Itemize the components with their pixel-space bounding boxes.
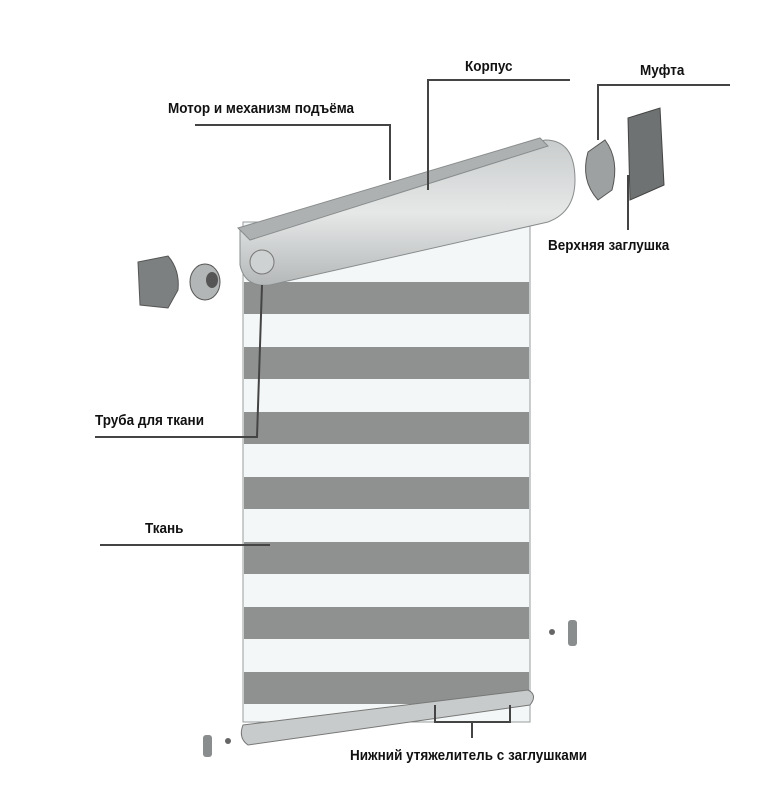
fabric-stripe — [244, 412, 529, 444]
fabric — [242, 221, 531, 723]
fabric-stripe — [244, 607, 529, 639]
label-fabric-tube: Труба для ткани — [95, 412, 205, 429]
label-fabric: Ткань — [145, 520, 184, 537]
fabric-stripe — [244, 282, 529, 314]
label-top-cap: Верхняя заглушка — [548, 237, 670, 254]
fabric-stripe — [244, 477, 529, 509]
label-coupling: Муфта — [640, 62, 685, 79]
label-housing: Корпус — [465, 58, 513, 75]
bottom-weight — [203, 620, 577, 757]
label-bottom-weight: Нижний утяжелитель с заглушками — [350, 747, 588, 764]
leader-lines — [95, 79, 730, 738]
fabric-stripe — [244, 347, 529, 379]
coupling — [585, 139, 616, 201]
housing — [237, 137, 576, 286]
left-coupling — [189, 263, 221, 301]
top-end-cap — [627, 107, 665, 201]
left-end-cap — [137, 255, 179, 309]
fabric-stripe — [244, 542, 529, 574]
label-motor: Мотор и механизм подъёма — [168, 100, 355, 117]
